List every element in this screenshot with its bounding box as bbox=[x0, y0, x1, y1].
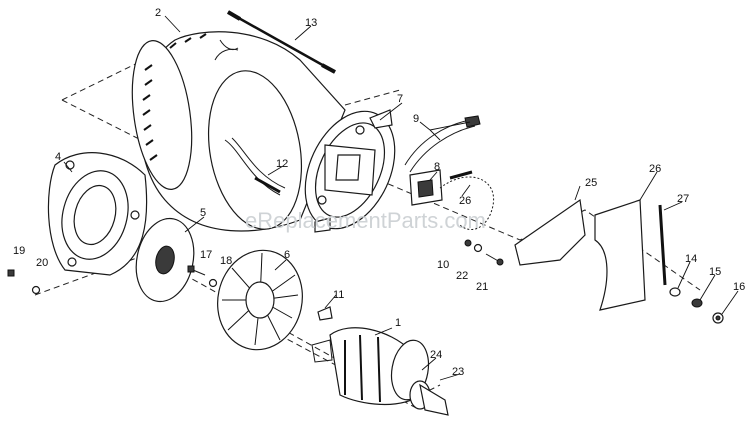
callout-24: 24 bbox=[430, 349, 442, 361]
callout-20: 20 bbox=[36, 257, 48, 269]
callout-9: 9 bbox=[413, 113, 419, 125]
brush-hardware bbox=[464, 239, 504, 266]
callout-14: 14 bbox=[685, 253, 697, 265]
callout-18: 18 bbox=[220, 255, 232, 267]
callout-11: 11 bbox=[333, 289, 344, 301]
callout-21: 21 bbox=[476, 281, 488, 293]
callout-27: 27 bbox=[677, 193, 689, 205]
callout-2: 2 bbox=[155, 7, 161, 19]
callout-5: 5 bbox=[200, 207, 206, 219]
callout-15: 15 bbox=[709, 266, 721, 278]
woodruff-key bbox=[317, 306, 333, 321]
callout-13: 13 bbox=[305, 17, 317, 29]
callout-8: 8 bbox=[434, 161, 440, 173]
callout-22: 22 bbox=[456, 270, 468, 282]
callout-7: 7 bbox=[397, 93, 403, 105]
watermark: eReplacementParts.com bbox=[245, 208, 486, 233]
callout-1: 1 bbox=[395, 317, 401, 329]
callout-19: 19 bbox=[13, 245, 25, 257]
thru-bolt-rod bbox=[226, 10, 336, 74]
callout-12: 12 bbox=[276, 158, 288, 170]
callout-4: 4 bbox=[55, 151, 61, 163]
callout-25: 25 bbox=[585, 177, 597, 189]
rotor bbox=[311, 327, 449, 416]
callout-23: 23 bbox=[452, 366, 464, 378]
brush-holder-assembly bbox=[404, 115, 495, 230]
rear-bearing-carrier bbox=[304, 109, 396, 233]
callout-16: 16 bbox=[733, 281, 745, 293]
engine-adapter bbox=[47, 152, 148, 276]
cooling-fan bbox=[217, 249, 303, 351]
flex-plate bbox=[135, 217, 195, 303]
stator-leads bbox=[224, 137, 286, 196]
callout-6: 6 bbox=[284, 249, 290, 261]
callout-numbers: 1 2 4 5 6 7 8 9 10 11 12 13 14 15 16 17 … bbox=[13, 7, 745, 378]
callout-leaders bbox=[63, 15, 739, 381]
retaining-strap bbox=[658, 204, 667, 286]
callout-10: 10 bbox=[437, 259, 449, 271]
callout-17: 17 bbox=[200, 249, 212, 261]
end-covers bbox=[514, 198, 646, 311]
callout-26-cover: 26 bbox=[649, 163, 661, 175]
end-hardware bbox=[669, 287, 724, 324]
callout-26-brush: 26 bbox=[459, 195, 471, 207]
adapter-hardware bbox=[7, 265, 218, 295]
